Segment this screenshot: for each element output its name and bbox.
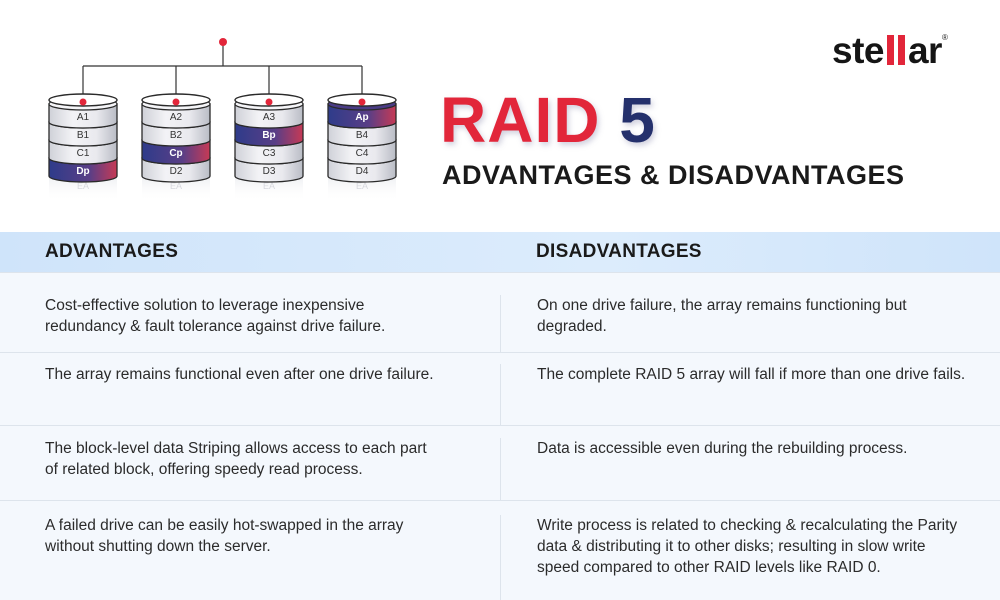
block-label: B1 (77, 130, 90, 141)
disk-2: EA D2 Cp B2 A2 (141, 93, 211, 202)
disk-4: EA D4 C4 B4 Ap (327, 93, 397, 202)
table-header: ADVANTAGES DISADVANTAGES (0, 232, 1000, 272)
comparison-table: ADVANTAGES DISADVANTAGES Cost-effective … (0, 232, 1000, 600)
block-label: Cp (169, 148, 182, 159)
reflection-label: EA (77, 181, 89, 191)
table-row: The block-level data Striping allows acc… (0, 425, 1000, 500)
disadvantages-header: DISADVANTAGES (536, 241, 702, 262)
block-label: A3 (263, 112, 276, 123)
logo-text-left: ste (832, 30, 884, 71)
block-label: Ap (355, 112, 368, 123)
table-row: The array remains functional even after … (0, 352, 1000, 425)
block-label: C3 (263, 148, 276, 159)
disk-node-dot (358, 98, 366, 106)
block-label: D3 (263, 166, 276, 177)
logo-text-right: ar (907, 30, 942, 71)
block-label: B2 (170, 130, 183, 141)
reflection-label: EA (356, 181, 368, 191)
block-label: C1 (77, 148, 90, 159)
advantage-cell: The array remains functional even after … (45, 366, 434, 383)
disk-1: EA Dp C1 B1 A1 (48, 93, 118, 202)
block-label: D4 (356, 166, 369, 177)
disadvantage-cell: Write process is related to checking & r… (500, 515, 1000, 600)
disk-node-dot (172, 98, 180, 106)
reflection-label: EA (170, 181, 182, 191)
disadvantage-cell: The complete RAID 5 array will fall if m… (500, 364, 1000, 425)
page-title: RAID 5 (440, 88, 656, 152)
disadvantage-cell: On one drive failure, the array remains … (500, 295, 1000, 352)
table-row: A failed drive can be easily hot-swapped… (0, 500, 1000, 600)
reflection-label: EA (263, 181, 275, 191)
block-label: C4 (356, 148, 369, 159)
advantages-header: ADVANTAGES (45, 241, 179, 262)
block-label: Bp (262, 130, 275, 141)
disk-node-dot (79, 98, 87, 106)
title-level: 5 (619, 84, 656, 156)
block-label: B4 (356, 130, 369, 141)
logo-bars-icon (885, 35, 907, 65)
root-node-dot (219, 38, 227, 46)
page-subtitle: ADVANTAGES & DISADVANTAGES (442, 160, 905, 190)
disk-node-dot (265, 98, 273, 106)
advantage-cell: A failed drive can be easily hot-swapped… (45, 517, 404, 555)
block-label: A1 (77, 112, 90, 123)
advantage-cell: Cost-effective solution to leverage inex… (45, 297, 386, 335)
registered-mark: ® (941, 33, 948, 42)
table-row: Cost-effective solution to leverage inex… (0, 272, 1000, 352)
advantage-cell: The block-level data Striping allows acc… (45, 440, 427, 478)
disadvantage-cell: Data is accessible even during the rebui… (500, 438, 1000, 500)
block-label: Dp (76, 166, 89, 177)
block-label: A2 (170, 112, 183, 123)
disk-3: EA D3 C3 Bp A3 (234, 93, 304, 202)
block-label: D2 (170, 166, 183, 177)
connector-lines (82, 38, 363, 104)
title-raid: RAID (440, 84, 601, 156)
